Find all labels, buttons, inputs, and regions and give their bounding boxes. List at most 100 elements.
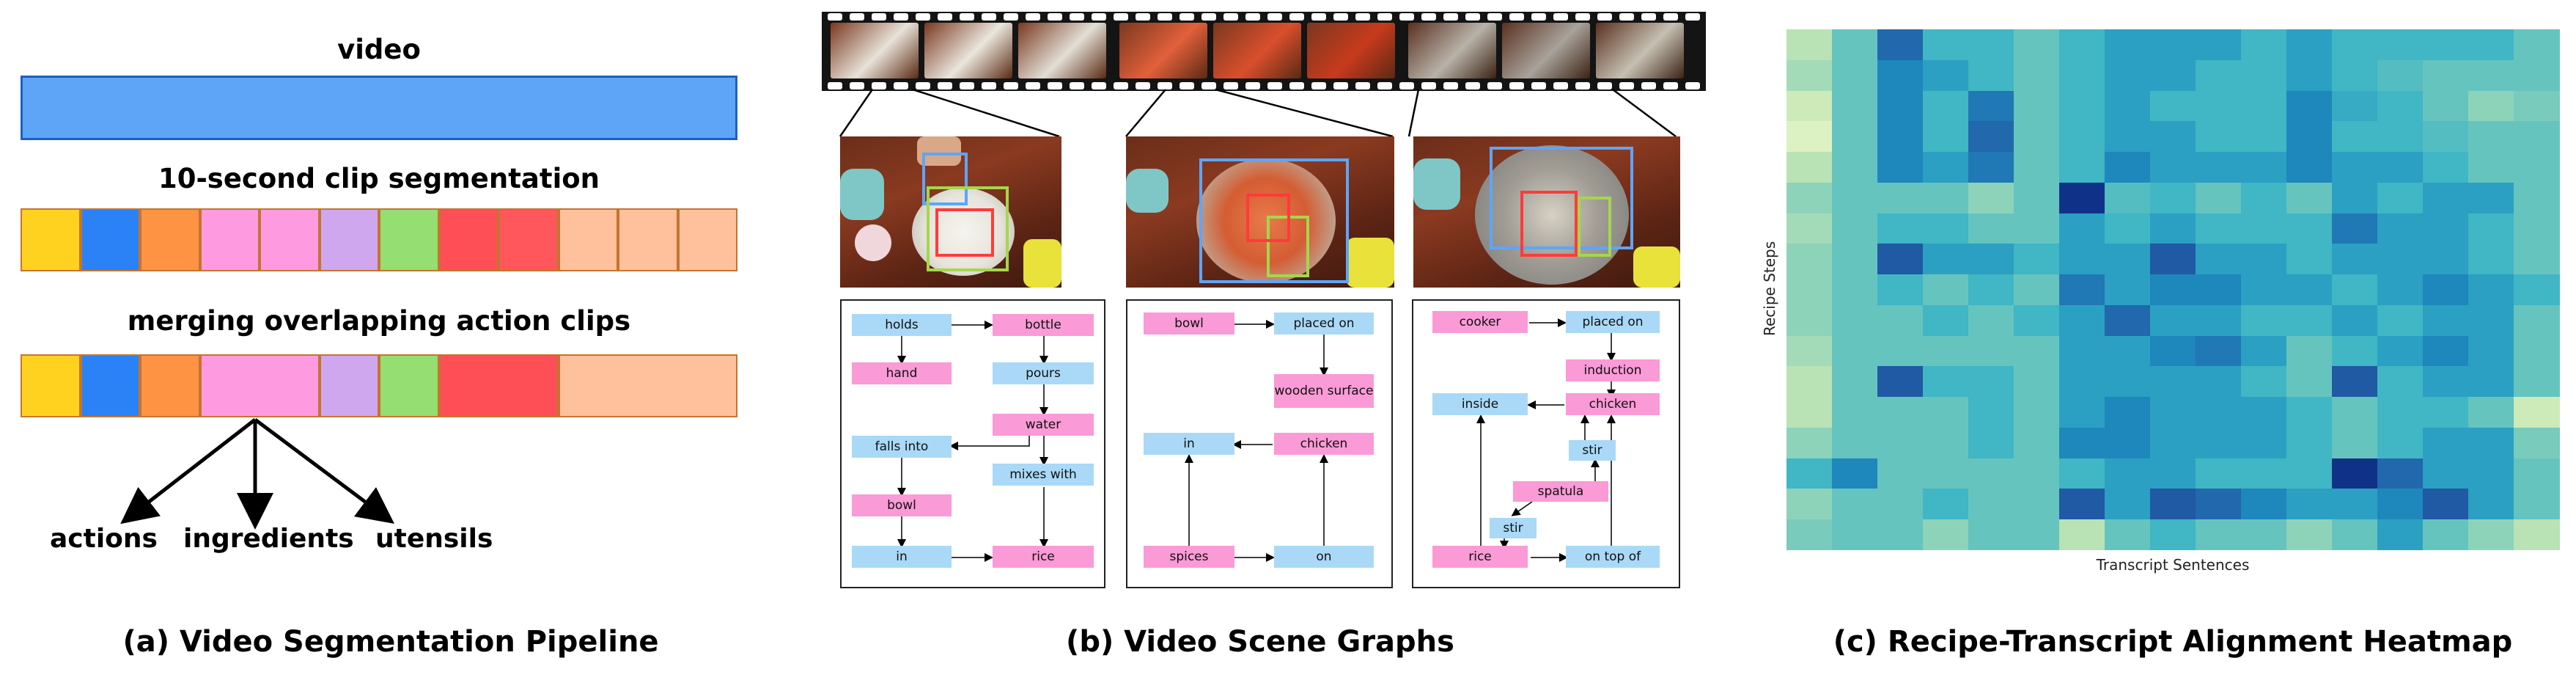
heatmap-cell [2196, 182, 2242, 214]
heatmap-cell [2059, 244, 2105, 275]
clip-segment [498, 208, 559, 271]
heatmap-cell [2150, 152, 2196, 183]
heatmap-cell [2423, 458, 2469, 489]
heatmap-cell [2423, 59, 2469, 91]
heatmap-cell [1877, 489, 1924, 520]
clip-segment [319, 208, 379, 271]
film-sprocket [1048, 82, 1062, 89]
heatmap-cell [1923, 182, 1969, 214]
heatmap-cell [1877, 458, 1924, 489]
heatmap-cell [2377, 427, 2424, 459]
film-sprocket [1114, 82, 1128, 89]
film-sprocket [1531, 13, 1546, 21]
heatmap-cell [2196, 366, 2242, 398]
heatmap-cell [2377, 213, 2424, 244]
heatmap-cell [1786, 397, 1833, 428]
film-frame [831, 23, 919, 78]
heatmap-cell [1832, 182, 1878, 214]
heatmap-cell [2468, 274, 2514, 306]
heatmap-cell [2105, 427, 2151, 459]
heatmap-cell [2332, 244, 2378, 275]
caption-b: (b) Video Scene Graphs [1066, 625, 1454, 659]
heatmap-cell [2014, 59, 2060, 91]
heatmap-cell [2468, 182, 2514, 214]
heatmap-cell [2332, 519, 2378, 551]
heatmap-cell [2332, 458, 2378, 489]
heatmap-cell [2241, 304, 2287, 337]
heatmap-cell [2059, 59, 2105, 91]
heatmap-cell [1923, 59, 1969, 91]
heatmap-cell [1923, 29, 1969, 61]
film-sprocket [960, 82, 974, 89]
heatmap-cell [2514, 489, 2560, 520]
heatmap-cell [1786, 152, 1833, 183]
heatmap-cell [2014, 397, 2060, 428]
heatmap-cell [1786, 90, 1833, 122]
heatmap-cell [1786, 366, 1833, 398]
heatmap-cell [2014, 489, 2060, 520]
heatmap-cell [2059, 489, 2105, 520]
heatmap-cell [2014, 427, 2060, 459]
heatmap-cell [2468, 90, 2514, 122]
film-sprocket [938, 82, 952, 89]
clip-segment [140, 208, 200, 271]
heatmap-cell [2286, 121, 2333, 153]
heatmap-cell [2468, 519, 2514, 551]
graph-node: pours [993, 362, 1094, 384]
film-sprocket [1465, 13, 1480, 21]
heatmap-cell [1786, 59, 1833, 91]
heatmap-cell [1832, 458, 1878, 489]
heatmap-cell [2150, 335, 2196, 367]
heatmap-cell [2423, 244, 2469, 275]
film-sprocket [1421, 82, 1436, 89]
graph-node: stir [1569, 440, 1616, 461]
graph-node: spices [1144, 546, 1234, 568]
heatmap-cell [2059, 152, 2105, 183]
heatmap-cell [2105, 59, 2151, 91]
film-sprocket [938, 13, 952, 21]
heatmap-cell [2377, 274, 2424, 306]
graph-node: bowl [1144, 312, 1234, 334]
heatmap-cell [1923, 397, 1969, 428]
film-sprocket [1004, 13, 1018, 21]
film-sprocket [1553, 13, 1568, 21]
heatmap-cell [2196, 59, 2242, 91]
heatmap-cell [1786, 244, 1833, 275]
film-frame [1596, 23, 1684, 78]
heatmap-cell [1968, 519, 2014, 551]
graph-node: on [1274, 546, 1374, 568]
branch-arrows [120, 417, 395, 530]
heatmap-cell [2286, 519, 2333, 551]
film-sprocket [1004, 82, 1018, 89]
film-sprocket [1267, 82, 1282, 89]
heatmap-cell [1786, 304, 1833, 337]
heatmap-cell [2105, 489, 2151, 520]
scene-graph-3-edges [1476, 318, 1616, 562]
film-sprocket [850, 13, 864, 21]
heatmap-cell [2241, 458, 2287, 489]
clip-segment [80, 208, 140, 271]
heatmap-cell [1968, 304, 2014, 337]
heatmap-cell [2423, 335, 2469, 367]
heatmap-cell [2105, 304, 2151, 337]
heatmap-cell [2241, 244, 2287, 275]
film-sprocket [1048, 13, 1062, 21]
film-sprocket [1443, 13, 1458, 21]
scene-graph-1-edges [897, 321, 1048, 562]
graph-node: hand [852, 362, 952, 384]
heatmap-cell [2105, 366, 2151, 398]
heatmap-cell [2286, 59, 2333, 91]
heatmap-cell [2514, 458, 2560, 489]
heatmap-cell [2377, 366, 2424, 398]
heatmap-cell [2014, 304, 2060, 337]
film-sprocket [1136, 13, 1150, 21]
film-sprocket [1158, 82, 1172, 89]
heatmap-cell [2286, 213, 2333, 244]
film-sprocket [1223, 13, 1238, 21]
clip-segment [379, 208, 439, 271]
scene-image-3 [1413, 136, 1680, 288]
heatmap-cell [1968, 244, 2014, 275]
heatmap-cell [2332, 274, 2378, 306]
heatmap-cell [2514, 152, 2560, 183]
heatmap-cell [1877, 213, 1924, 244]
